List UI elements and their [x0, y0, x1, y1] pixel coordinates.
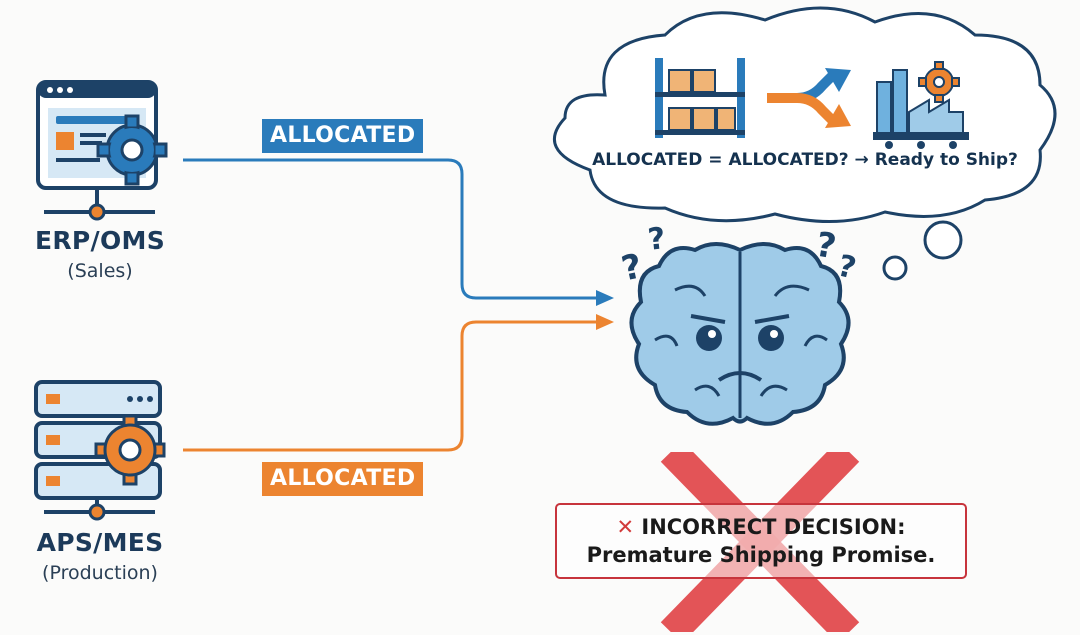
aps-mes-subtitle: (Production)	[42, 562, 158, 584]
aps-mes-title: APS/MES	[36, 528, 164, 557]
orange-connector-line	[183, 320, 598, 452]
thought-bubble	[553, 6, 1057, 281]
blue-connector-line	[183, 158, 598, 300]
confused-brain-icon	[629, 242, 851, 426]
incorrect-decision-heading: ✕ INCORRECT DECISION:	[557, 513, 965, 541]
question-mark-icon: ?	[646, 221, 668, 258]
factory-gear-icon	[873, 61, 969, 149]
allocated-label-top: ALLOCATED	[262, 119, 424, 153]
server-gear-icon	[34, 380, 166, 521]
orange-arrowhead	[596, 314, 614, 330]
blue-arrowhead	[596, 290, 614, 306]
allocated-label-bottom: ALLOCATED	[262, 462, 424, 496]
erp-oms-title: ERP/OMS	[34, 226, 166, 255]
thought-bubble-text: ALLOCATED = ALLOCATED? → Ready to Ship?	[592, 150, 1018, 170]
premature-shipping-text: Premature Shipping Promise.	[586, 543, 936, 567]
incorrect-decision-text: INCORRECT DECISION:	[641, 515, 906, 539]
incorrect-decision-box: ✕ INCORRECT DECISION: Premature Shipping…	[555, 503, 967, 579]
x-mark-icon: ✕	[616, 515, 635, 539]
browser-gear-icon	[36, 80, 168, 221]
erp-oms-subtitle: (Sales)	[67, 260, 133, 282]
diverging-arrows-icon	[767, 68, 851, 128]
warehouse-shelf-icon	[655, 58, 745, 138]
